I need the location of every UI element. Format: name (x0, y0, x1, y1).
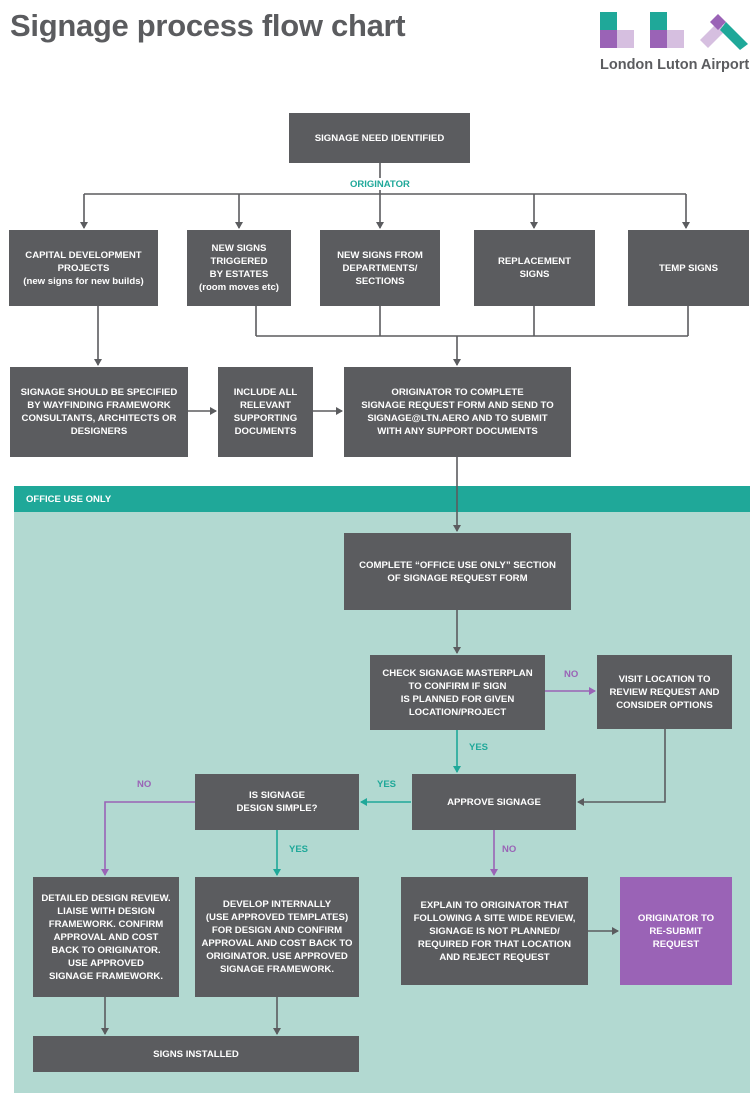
signage-need-identified-box: SIGNAGE NEED IDENTIFIED (289, 113, 470, 163)
office-use-section-box: COMPLETE “OFFICE USE ONLY” SECTION OF SI… (344, 533, 571, 610)
signs-installed-box: SIGNS INSTALLED (33, 1036, 359, 1072)
explain-to-originator-box: EXPLAIN TO ORIGINATOR THAT FOLLOWING A S… (401, 877, 588, 985)
check-masterplan-box: CHECK SIGNAGE MASTERPLAN TO CONFIRM IF S… (370, 655, 545, 730)
include-documents-box: INCLUDE ALL RELEVANT SUPPORTING DOCUMENT… (218, 367, 313, 457)
replacement-signs-box: REPLACEMENT SIGNS (474, 230, 595, 306)
develop-internally-box: DEVELOP INTERNALLY (USE APPROVED TEMPLAT… (195, 877, 359, 997)
detailed-design-review-box: DETAILED DESIGN REVIEW. LIAISE WITH DESI… (33, 877, 179, 997)
approve-signage-box: APPROVE SIGNAGE (412, 774, 576, 830)
no-label-approve: NO (502, 844, 517, 855)
yes-label-approve: YES (377, 779, 397, 790)
complete-request-form-box: ORIGINATOR TO COMPLETE SIGNAGE REQUEST F… (344, 367, 571, 457)
no-label-design: NO (137, 779, 152, 790)
originator-label: ORIGINATOR (350, 179, 410, 190)
resubmit-request-box: ORIGINATOR TO RE-SUBMIT REQUEST (620, 877, 732, 985)
visit-location-box: VISIT LOCATION TO REVIEW REQUEST AND CON… (597, 655, 732, 729)
estates-signs-box: NEW SIGNS TRIGGERED BY ESTATES (room mov… (187, 230, 291, 306)
yes-label-design: YES (289, 844, 309, 855)
departments-signs-box: NEW SIGNS FROM DEPARTMENTS/ SECTIONS (320, 230, 440, 306)
logo-text: London Luton Airport (600, 57, 750, 73)
no-label-masterplan: NO (564, 669, 579, 680)
temp-signs-box: TEMP SIGNS (628, 230, 749, 306)
specified-by-framework-box: SIGNAGE SHOULD BE SPECIFIED BY WAYFINDIN… (10, 367, 188, 457)
capital-development-box: CAPITAL DEVELOPMENT PROJECTS (new signs … (9, 230, 158, 306)
office-use-header: OFFICE USE ONLY (14, 486, 750, 512)
design-simple-box: IS SIGNAGE DESIGN SIMPLE? (195, 774, 359, 830)
page-title: Signage process flow chart (10, 8, 406, 43)
yes-label-masterplan: YES (469, 742, 489, 753)
luton-airport-logo (600, 12, 748, 50)
office-use-label: OFFICE USE ONLY (26, 494, 112, 505)
